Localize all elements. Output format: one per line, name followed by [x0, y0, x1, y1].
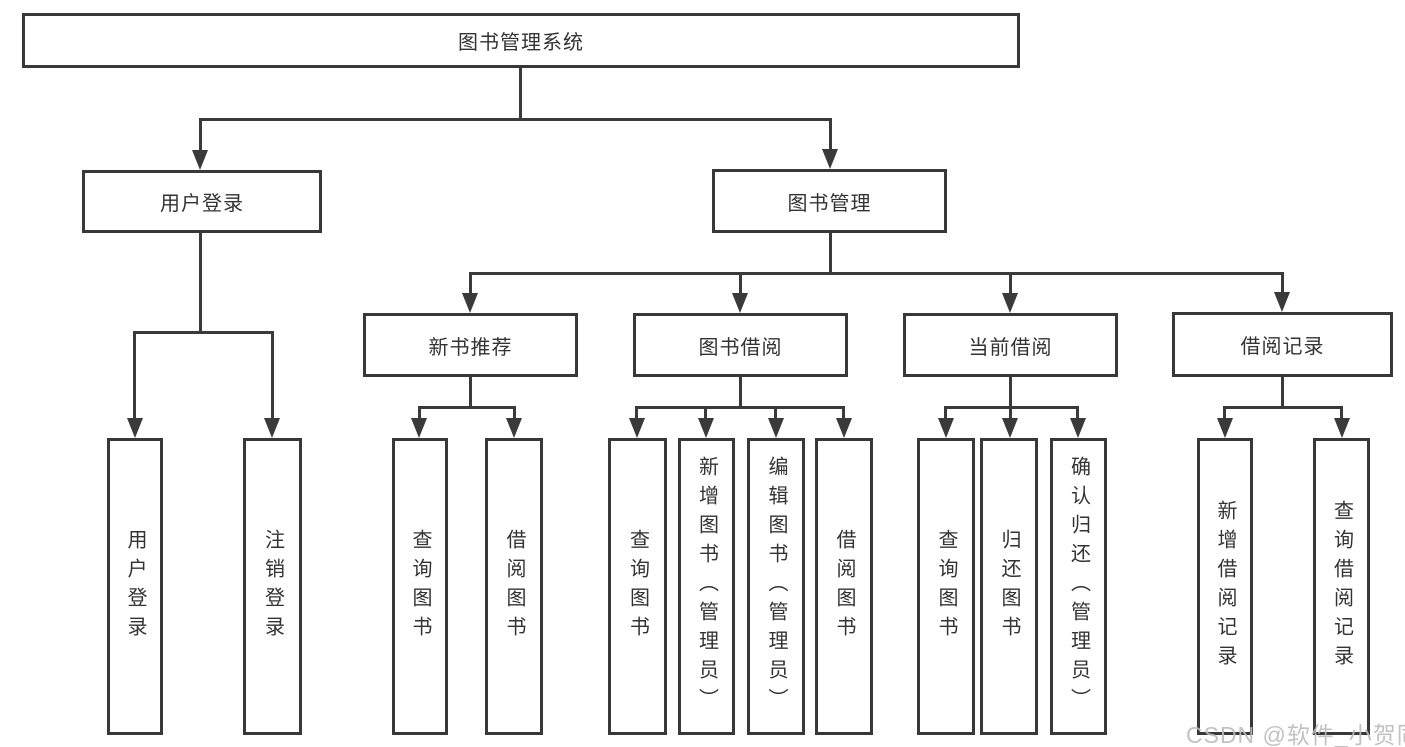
node-new-book-recommendation: 新书推荐: [363, 313, 578, 377]
watermark: CSDN @软件_小贺同学: [1186, 722, 1405, 747]
connector-drop: [635, 406, 638, 420]
connector-bar: [199, 118, 832, 121]
connector-bar: [133, 331, 274, 334]
leaf-return-books: 归还图书: [980, 438, 1038, 735]
node-label: 借阅图书: [833, 528, 855, 645]
leaf-user-login: 用户登录: [107, 438, 163, 735]
node-label: 用户登录: [124, 528, 146, 645]
connector-stem: [199, 233, 202, 333]
connector-drop: [1281, 272, 1284, 293]
connector-stem: [829, 233, 832, 275]
connector-stem: [1281, 377, 1284, 409]
node-label: 图书管理: [787, 192, 872, 215]
node-label: 查询图书: [626, 528, 649, 645]
connector-stem: [1009, 377, 1012, 408]
arrowhead-icon: [506, 418, 522, 438]
leaf-query-books-borrow: 查询图书: [608, 438, 667, 735]
node-borrowing-records: 借阅记录: [1172, 312, 1393, 377]
node-label: 归还图书: [998, 528, 1020, 645]
node-user-login: 用户登录: [82, 170, 322, 233]
connector-drop: [829, 118, 832, 154]
node-label: 查询借阅记录: [1330, 499, 1353, 674]
leaf-query-borrow-record: 查询借阅记录: [1313, 438, 1370, 735]
arrowhead-icon: [732, 293, 748, 313]
connector-drop: [1340, 406, 1343, 420]
node-label: 图书借阅: [698, 336, 783, 359]
connector-bar: [418, 406, 516, 409]
leaf-logout: 注销登录: [243, 438, 302, 735]
connector-stem: [469, 377, 472, 408]
connector-drop: [704, 406, 707, 420]
arrowhead-icon: [1334, 418, 1350, 438]
connector-drop: [199, 118, 202, 154]
node-label: 新书推荐: [428, 336, 513, 359]
node-label: 图书管理系统: [458, 32, 584, 54]
node-label: 查询图书: [935, 528, 957, 645]
node-label: 查询图书: [409, 528, 431, 645]
connector-drop: [1009, 406, 1012, 420]
node-label: 注销登录: [261, 528, 284, 645]
node-book-borrowing: 图书借阅: [633, 313, 848, 377]
connector-drop: [271, 331, 274, 420]
connector-bar: [469, 272, 1283, 275]
leaf-borrow-books-recommend: 借阅图书: [485, 438, 543, 735]
arrowhead-icon: [1070, 418, 1086, 438]
arrowhead-icon: [836, 418, 852, 438]
arrowhead-icon: [462, 293, 478, 313]
arrowhead-icon: [1002, 293, 1018, 313]
connector-drop: [469, 272, 472, 294]
node-label: 编辑图书（管理员）: [765, 456, 787, 717]
connector-drop: [133, 331, 136, 420]
arrowhead-icon: [768, 418, 784, 438]
node-label: 当前借阅: [968, 336, 1053, 359]
arrowhead-icon: [938, 418, 954, 438]
arrowhead-icon: [127, 418, 143, 438]
arrowhead-icon: [822, 149, 838, 169]
node-library-management-system: 图书管理系统: [22, 13, 1020, 68]
arrowhead-icon: [698, 418, 714, 438]
arrowhead-icon: [264, 418, 280, 438]
leaf-query-books-current: 查询图书: [917, 438, 975, 735]
node-label: 新增借阅记录: [1214, 499, 1236, 674]
arrowhead-icon: [1217, 418, 1233, 438]
arrowhead-icon: [1002, 418, 1018, 438]
arrowhead-icon: [192, 150, 208, 170]
node-label: 确认归还（管理员）: [1067, 456, 1090, 717]
connector-drop: [1009, 272, 1012, 294]
node-label: 借阅记录: [1240, 336, 1325, 358]
node-label: 借阅图书: [503, 528, 525, 645]
node-current-borrowing: 当前借阅: [903, 313, 1118, 377]
node-label: 用户登录: [160, 193, 244, 215]
node-book-management: 图书管理: [712, 169, 947, 233]
connector-drop: [774, 406, 777, 420]
connector-bar: [635, 406, 845, 409]
connector-drop: [842, 406, 845, 420]
leaf-add-borrow-record: 新增借阅记录: [1197, 438, 1253, 735]
leaf-add-books-admin: 新增图书（管理员）: [678, 438, 735, 735]
connector-stem: [739, 377, 742, 408]
connector-drop: [418, 406, 421, 420]
leaf-query-books-recommend: 查询图书: [392, 438, 448, 735]
connector-drop: [944, 406, 947, 420]
leaf-edit-books-admin: 编辑图书（管理员）: [747, 438, 805, 735]
connector-bar: [1223, 406, 1343, 409]
arrowhead-icon: [1274, 292, 1290, 312]
connector-drop: [739, 272, 742, 294]
arrowhead-icon: [411, 418, 427, 438]
node-label: 新增图书（管理员）: [695, 456, 718, 717]
arrowhead-icon: [629, 418, 645, 438]
connector-drop: [513, 406, 516, 420]
connector-drop: [1076, 406, 1079, 420]
connector-drop: [1223, 406, 1226, 420]
connector-stem: [519, 68, 522, 120]
leaf-borrow-books: 借阅图书: [815, 438, 873, 735]
leaf-confirm-return-admin: 确认归还（管理员）: [1050, 438, 1107, 735]
